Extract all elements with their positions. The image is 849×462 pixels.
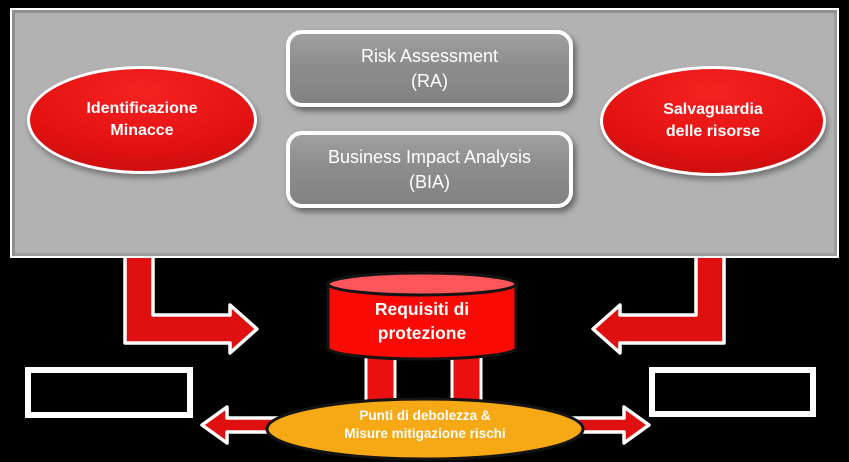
bia-label-line2: (BIA) bbox=[408, 171, 450, 192]
threats-ellipse-label-line1: Identificazione bbox=[86, 100, 198, 117]
placeholder-box-right bbox=[649, 367, 816, 417]
elbow-arrow-right-icon bbox=[591, 248, 726, 355]
placeholder-box-left bbox=[25, 367, 193, 418]
cylinder-label-line1: Requisiti di bbox=[374, 299, 470, 319]
protection-cylinder-body bbox=[326, 282, 518, 361]
safeguard-ellipse: Salvaguardia delle risorse bbox=[600, 66, 826, 176]
weakness-ellipse-label: Punti di debolezza & Misure mitigazione … bbox=[267, 407, 583, 443]
cylinder-label-line2: protezione bbox=[377, 323, 467, 343]
weakness-label-line1: Punti di debolezza & bbox=[359, 408, 491, 423]
risk-assessment-label-line1: Risk Assessment bbox=[360, 45, 499, 66]
weakness-label-line2: Misure mitigazione rischi bbox=[344, 426, 506, 441]
risk-assessment-label-line2: (RA) bbox=[411, 70, 448, 91]
risk-assessment-box: Risk Assessment (RA) bbox=[286, 30, 573, 107]
threats-ellipse: Identificazione Minacce bbox=[27, 66, 257, 174]
bia-label-line1: Business Impact Analysis bbox=[327, 146, 532, 167]
protection-cylinder-label: Requisiti di protezione bbox=[329, 297, 515, 345]
business-impact-analysis-box: Business Impact Analysis (BIA) bbox=[286, 131, 573, 208]
safeguard-ellipse-label-line1: Salvaguardia bbox=[663, 101, 763, 118]
elbow-arrow-left-icon bbox=[123, 248, 259, 355]
weakness-ellipse-shape bbox=[265, 397, 585, 461]
safeguard-ellipse-label-line2: delle risorse bbox=[665, 123, 761, 140]
threats-ellipse-label-line2: Minacce bbox=[110, 122, 174, 139]
protection-cylinder-top bbox=[326, 271, 518, 297]
